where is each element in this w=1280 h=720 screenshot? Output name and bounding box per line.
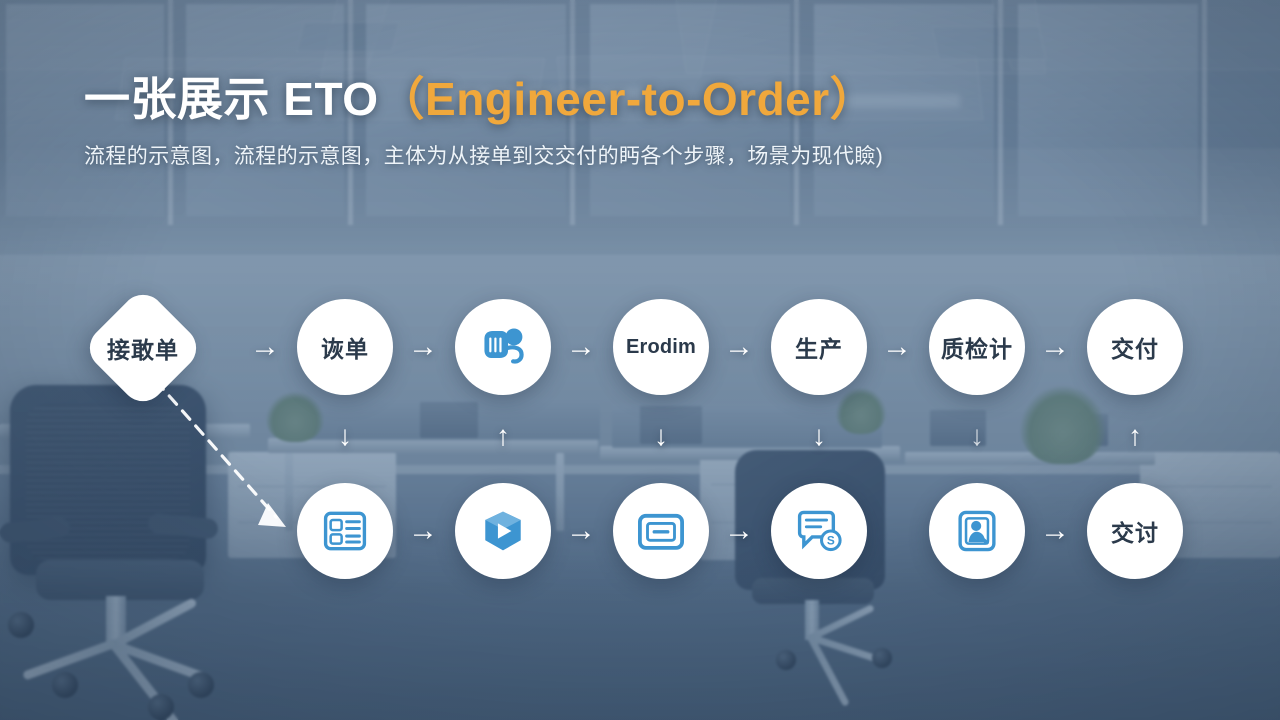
flow-node-top-2[interactable]: 诙单 bbox=[297, 299, 393, 395]
arrow-down-col-2: ↓ bbox=[338, 420, 352, 451]
flow-node-bottom-1[interactable] bbox=[297, 483, 393, 579]
flow-node-label: 交付 bbox=[1111, 336, 1159, 362]
arrow-right-top-6: → bbox=[1040, 330, 1070, 363]
flow-node-label: 交讨 bbox=[1111, 520, 1159, 546]
flow-node-bottom-4[interactable]: S bbox=[771, 483, 867, 579]
flow-node-bottom-5[interactable] bbox=[929, 483, 1025, 579]
id-card-person-icon bbox=[950, 504, 1004, 558]
play-box-icon bbox=[476, 504, 530, 558]
flow-node-bottom-3[interactable] bbox=[613, 483, 709, 579]
arrow-right-top-2: → bbox=[408, 330, 438, 363]
form-list-icon bbox=[318, 504, 372, 558]
flow-node-label: 接敢单 bbox=[107, 337, 179, 363]
flow-node-label: 生产 bbox=[795, 336, 843, 362]
header: 一张展示 ETO（Engineer-to-Order） 流程的示意图，流程的示意… bbox=[84, 72, 1204, 170]
arrow-right-bottom-1: → bbox=[408, 514, 438, 547]
title-chinese: 一张展示 ETO bbox=[84, 73, 379, 125]
dashed-connector-arrow bbox=[154, 379, 286, 527]
arrow-right-top-1: → bbox=[250, 330, 280, 363]
page-title: 一张展示 ETO（Engineer-to-Order） bbox=[84, 72, 1204, 126]
flow-node-label: 质检计 bbox=[941, 336, 1013, 362]
flow-node-top-3[interactable] bbox=[455, 299, 551, 395]
arrow-up-col-3: ↑ bbox=[496, 420, 510, 451]
page-subtitle: 流程的示意图，流程的示意图，主体为从接单到交交付的眄各个步骤，场景为现代瞼) bbox=[84, 145, 884, 169]
flow-node-label: Erodim bbox=[625, 335, 697, 358]
chat-invoice-icon: S bbox=[792, 504, 846, 558]
arrow-down-col-6: ↓ bbox=[970, 420, 984, 451]
document-person-icon bbox=[476, 320, 530, 374]
arrow-right-bottom-3: → bbox=[724, 514, 754, 547]
flow-node-top-4[interactable]: Erodim bbox=[613, 299, 709, 395]
arrow-down-col-4: ↓ bbox=[654, 420, 668, 451]
flow-node-bottom-2[interactable] bbox=[455, 483, 551, 579]
arrow-down-col-5: ↓ bbox=[812, 420, 826, 451]
arrow-right-top-5: → bbox=[882, 330, 912, 363]
arrow-right-bottom-4: → bbox=[1040, 514, 1070, 547]
window-frame-icon bbox=[634, 504, 688, 558]
title-english-paren: （Engineer-to-Order） bbox=[378, 73, 877, 125]
flow-node-top-6[interactable]: 质检计 bbox=[929, 299, 1025, 395]
arrow-up-col-7: ↑ bbox=[1128, 420, 1142, 451]
flow-node-bottom-6[interactable]: 交讨 bbox=[1087, 483, 1183, 579]
svg-text:S: S bbox=[827, 534, 835, 548]
arrow-right-bottom-2: → bbox=[566, 514, 596, 547]
flow-node-top-7[interactable]: 交付 bbox=[1087, 299, 1183, 395]
flow-node-label: 诙单 bbox=[321, 336, 369, 362]
flow-node-top-5[interactable]: 生产 bbox=[771, 299, 867, 395]
arrow-right-top-4: → bbox=[724, 330, 754, 363]
arrow-right-top-3: → bbox=[566, 330, 596, 363]
